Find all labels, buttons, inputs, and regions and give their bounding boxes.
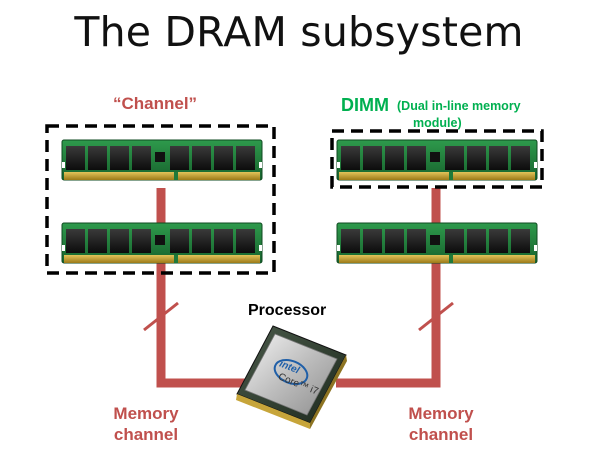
memory-channel-right-line1: Memory [408, 404, 474, 423]
dimm-label: DIMM [341, 95, 389, 115]
memory-channel-left-line2: channel [113, 425, 179, 444]
processor-label: Processor [248, 302, 327, 319]
dimm-module-right-bottom [336, 222, 538, 264]
memory-bus-right [336, 188, 454, 388]
dimm-dashed-box [330, 129, 544, 189]
memory-channel-left-line1: Memory [113, 404, 179, 423]
memory-channel-left-label: Memory channel [91, 403, 201, 445]
dimm-expansion-line2: module) [413, 116, 462, 130]
dimm-module-highlighted [336, 139, 538, 181]
dimm-expansion-line1: (Dual in-line memory [397, 99, 521, 113]
dimm-module-channel-top [61, 139, 263, 181]
channel-dashed-box [45, 124, 276, 275]
slide-title: The DRAM subsystem [74, 8, 524, 56]
channel-label: “Channel” [113, 94, 198, 113]
dimm-module-channel-bottom [61, 222, 263, 264]
memory-channel-right-label: Memory channel [386, 403, 496, 445]
memory-bus-left [143, 188, 250, 388]
memory-channel-right-line2: channel [408, 425, 474, 444]
processor-chip-icon [236, 325, 347, 429]
